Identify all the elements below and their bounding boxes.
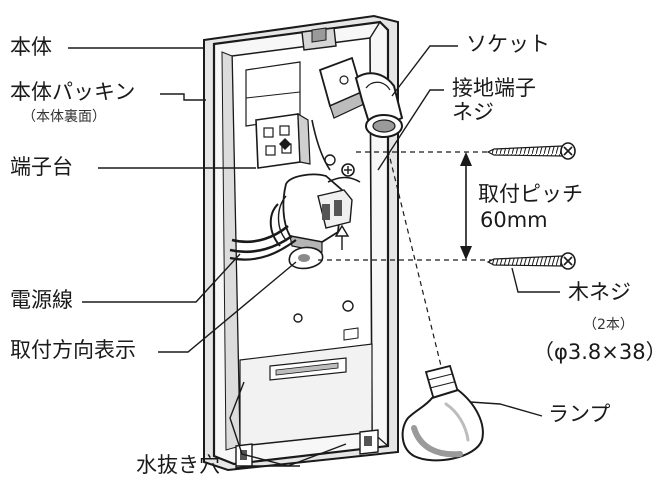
label-wood-screw-qty: （2本） (583, 317, 634, 333)
label-body-gasket: 本体パッキン (10, 80, 136, 104)
wood-screw-top (486, 142, 576, 160)
label-mount-direction: 取付方向表示 (10, 338, 136, 362)
label-wood-screw-spec: （φ3.8×38） (533, 340, 667, 364)
lamp-bulb (401, 364, 484, 462)
label-ground-screw-line1: 接地端子 (452, 76, 536, 100)
terminal-block (255, 112, 311, 169)
wood-screw-bottom (486, 252, 576, 270)
label-ground-screw-line2: ネジ (452, 100, 494, 124)
mount-direction-mark (288, 224, 350, 270)
label-pitch-line1: 取付ピッチ (478, 182, 583, 206)
label-pitch-line2: 60mm (480, 208, 548, 232)
ground-screw (324, 154, 355, 177)
label-body-gasket-note: （本体裏面） (22, 109, 106, 125)
power-cable (229, 119, 361, 261)
label-power-cable: 電源線 (10, 288, 73, 312)
label-body: 本体 (10, 35, 52, 59)
leader-lines (68, 45, 560, 467)
label-drain-hole: 水抜き穴 (136, 453, 220, 477)
pitch-dimension-arrow (460, 152, 472, 260)
label-socket: ソケット (466, 32, 550, 56)
label-terminal-block: 端子台 (10, 155, 73, 179)
socket (318, 56, 404, 138)
label-wood-screw: 木ネジ (568, 280, 631, 304)
label-lamp: ランプ (548, 402, 611, 426)
